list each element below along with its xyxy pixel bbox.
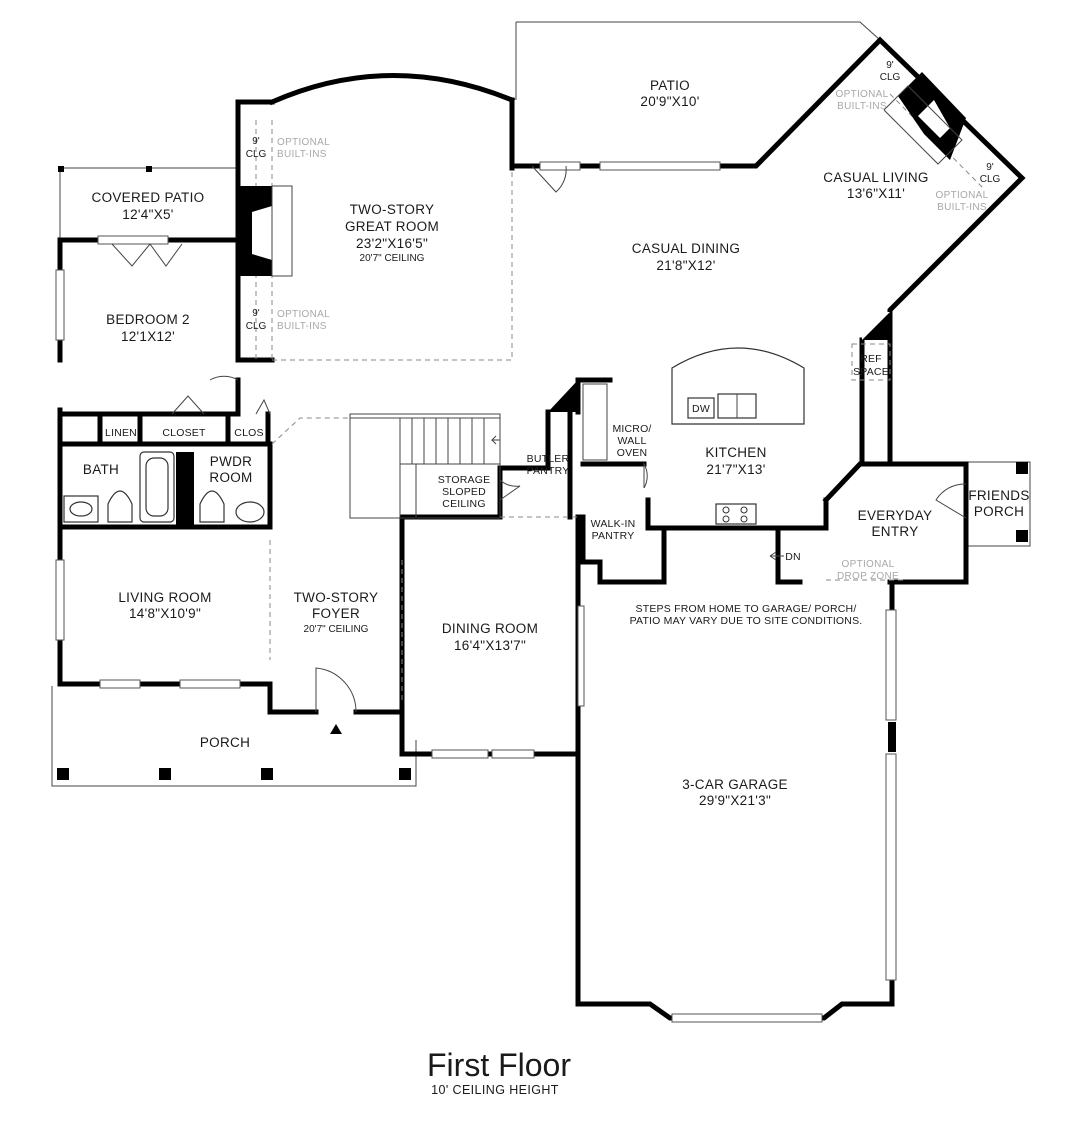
great-room-label-line2: GREAT ROOM bbox=[345, 219, 439, 234]
foyer-label-line2: FOYER bbox=[312, 606, 360, 621]
storage-label-line2: SLOPED bbox=[442, 486, 486, 498]
covered-patio-dimensions: 12'4"X5' bbox=[122, 207, 173, 222]
plan-title: First Floor bbox=[427, 1047, 571, 1083]
outdoor-outlines bbox=[51, 21, 1031, 787]
doors bbox=[111, 165, 967, 734]
plan-title-block: First Floor 10' CEILING HEIGHT bbox=[427, 1047, 571, 1097]
plan-subtitle: 10' CEILING HEIGHT bbox=[431, 1083, 559, 1097]
friends-porch-label-line1: FRIENDS bbox=[968, 488, 1029, 503]
micro-label-line2: WALL bbox=[617, 435, 646, 447]
down-label: DN bbox=[785, 551, 801, 563]
dining-room-dimensions: 16'4"X13'7" bbox=[454, 638, 526, 653]
foyer-label-line1: TWO-STORY bbox=[294, 590, 379, 605]
clg-label-4: CLG bbox=[980, 174, 1001, 185]
storage-label-line1: STORAGE bbox=[438, 474, 491, 486]
living-room-dimensions: 14'8"X10'9" bbox=[129, 606, 201, 621]
room-labels: PATIO 20'9"X10' CASUAL LIVING 13'6"X11' … bbox=[83, 60, 1029, 808]
optional-label-4: OPTIONAL bbox=[936, 190, 989, 201]
kitchen-dimensions: 21'7"X13' bbox=[706, 462, 765, 477]
storage-label-line3: CEILING bbox=[442, 498, 485, 510]
posts bbox=[57, 166, 1028, 780]
bath-label: BATH bbox=[83, 462, 119, 477]
everyday-entry-label-line1: EVERYDAY bbox=[858, 508, 933, 523]
optional-label-2: OPTIONAL bbox=[277, 309, 330, 320]
clg-height-2: 9' bbox=[252, 308, 260, 319]
dining-room-label: DINING ROOM bbox=[442, 621, 538, 636]
micro-label-line1: MICRO/ bbox=[612, 423, 651, 435]
built-ins-label-1: BUILT-INS bbox=[277, 149, 327, 160]
walkin-pantry-label-line2: PANTRY bbox=[592, 530, 635, 542]
fireplaces bbox=[236, 72, 966, 277]
porch-label: PORCH bbox=[200, 735, 250, 750]
friends-porch-label-line2: PORCH bbox=[974, 504, 1024, 519]
garage-dimensions: 29'9"X21'3" bbox=[699, 793, 771, 808]
great-room-ceiling: 20'7" CEILING bbox=[360, 253, 425, 264]
clos-label: CLOS bbox=[234, 427, 263, 439]
great-room-label-line1: TWO-STORY bbox=[350, 202, 435, 217]
micro-label-line3: OVEN bbox=[617, 447, 648, 459]
optional-label-3: OPTIONAL bbox=[836, 89, 889, 100]
powder-room-label-line1: PWDR bbox=[210, 454, 252, 469]
living-room-label: LIVING ROOM bbox=[118, 590, 211, 605]
walkin-pantry-label-line1: WALK-IN bbox=[591, 518, 636, 530]
foyer-ceiling: 20'7" CEILING bbox=[304, 624, 369, 635]
windows bbox=[55, 161, 897, 1023]
fixtures bbox=[63, 312, 891, 525]
clg-label-3: CLG bbox=[880, 72, 901, 83]
steps-note-line2: PATIO MAY VARY DUE TO SITE CONDITIONS. bbox=[630, 615, 863, 627]
butler-pantry-label-line2: PANTRY bbox=[527, 465, 570, 477]
great-room-dimensions: 23'2"X16'5" bbox=[356, 236, 428, 251]
ref-space-label-line1: REF bbox=[860, 353, 882, 365]
casual-living-dimensions: 13'6"X11' bbox=[847, 186, 905, 201]
built-ins-label-2: BUILT-INS bbox=[277, 321, 327, 332]
steps-note-line1: STEPS FROM HOME TO GARAGE/ PORCH/ bbox=[636, 603, 857, 615]
staircase bbox=[349, 413, 501, 519]
patio-label: PATIO bbox=[650, 78, 690, 93]
kitchen-label: KITCHEN bbox=[705, 445, 766, 460]
clg-height-1: 9' bbox=[252, 136, 260, 147]
patio-dimensions: 20'9"X10' bbox=[640, 94, 699, 109]
dishwasher-label: DW bbox=[692, 403, 710, 415]
butler-pantry-label-line1: BUTLER bbox=[527, 453, 570, 465]
optional-label-1: OPTIONAL bbox=[277, 137, 330, 148]
garage-label: 3-CAR GARAGE bbox=[682, 777, 788, 792]
everyday-entry-label-line2: ENTRY bbox=[871, 524, 918, 539]
casual-dining-label: CASUAL DINING bbox=[632, 241, 740, 256]
drop-zone-label-line1: OPTIONAL bbox=[842, 559, 895, 570]
casual-living-label: CASUAL LIVING bbox=[823, 170, 928, 185]
clg-label-2: CLG bbox=[246, 321, 267, 332]
closet-label: CLOSET bbox=[162, 427, 206, 439]
clg-label-1: CLG bbox=[246, 149, 267, 160]
clg-height-4: 9' bbox=[986, 162, 994, 173]
bedroom-2-label: BEDROOM 2 bbox=[106, 312, 190, 327]
bedroom-2-dimensions: 12'1X12' bbox=[121, 329, 175, 344]
built-ins-label-4: BUILT-INS bbox=[937, 202, 987, 213]
powder-room-label-line2: ROOM bbox=[209, 470, 252, 485]
casual-dining-dimensions: 21'8"X12' bbox=[656, 258, 715, 273]
linen-label: LINEN bbox=[105, 427, 137, 439]
drop-zone-label-line2: DROP ZONE bbox=[837, 571, 899, 582]
clg-height-3: 9' bbox=[886, 60, 894, 71]
built-ins-label-3: BUILT-INS bbox=[837, 101, 887, 112]
ref-space-label-line2: SPACE bbox=[853, 366, 889, 378]
covered-patio-label: COVERED PATIO bbox=[92, 190, 205, 205]
